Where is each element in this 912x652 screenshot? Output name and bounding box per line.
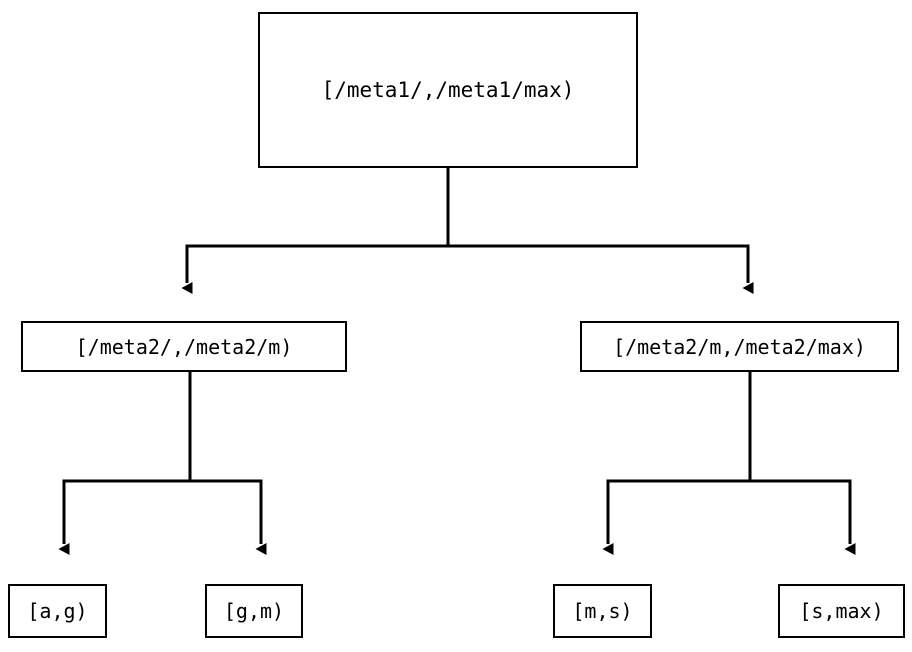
tree-node-leaf-s-max-label: [s,max) <box>799 599 884 623</box>
tree-node-leaf-m-s[interactable]: [m,s) <box>553 584 652 638</box>
edge-mid-left-to-leaf-a-g <box>58 372 192 555</box>
tree-node-leaf-g-m-label: [g,m) <box>223 599 285 623</box>
tree-node-mid-right-label: [/meta2/m,/meta2/max) <box>613 334 866 359</box>
tree-node-leaf-a-g-label: [a,g) <box>27 599 88 623</box>
tree-node-leaf-a-g[interactable]: [a,g) <box>8 584 107 638</box>
tree-node-root-label: [/meta1/,/meta1/max) <box>321 77 575 102</box>
edge-mid-right-to-leaf-m-s <box>602 372 752 555</box>
tree-node-mid-left[interactable]: [/meta2/,/meta2/m) <box>21 321 347 372</box>
tree-node-leaf-m-s-label: [m,s) <box>572 599 633 623</box>
tree-node-root[interactable]: [/meta1/,/meta1/max) <box>258 12 638 168</box>
tree-node-leaf-s-max[interactable]: [s,max) <box>778 584 905 638</box>
edge-mid-left-to-leaf-g-m <box>190 479 267 555</box>
tree-node-mid-left-label: [/meta2/,/meta2/m) <box>75 334 293 359</box>
edge-root-to-mid-right <box>448 244 754 294</box>
tree-node-leaf-g-m[interactable]: [g,m) <box>205 584 303 638</box>
tree-node-mid-right[interactable]: [/meta2/m,/meta2/max) <box>580 321 899 372</box>
edge-mid-right-to-leaf-s-max <box>750 479 856 555</box>
edge-root-to-mid-left <box>181 168 450 294</box>
